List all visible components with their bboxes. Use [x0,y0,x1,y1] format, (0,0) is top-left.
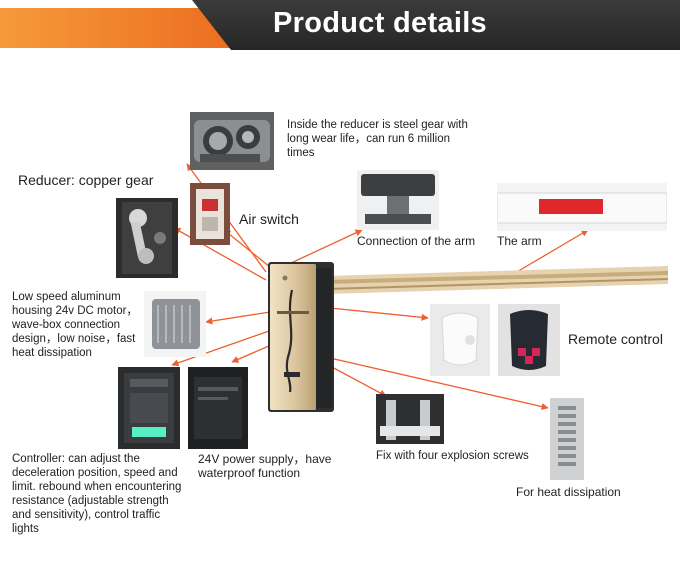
arrow-to-the-arm [509,229,589,277]
motor-label: Low speed aluminum housing 24v DC motor，… [12,291,138,359]
motor-photo [144,291,206,357]
arrow-to-air-switch [223,229,271,268]
header-banner: Product details [0,0,680,52]
power-supply-label: 24V power supply，have waterproof functio… [198,452,332,480]
page-title: Product details [273,7,487,39]
the-arm-label: The arm [497,234,542,248]
explosion-screws-label: Fix with four explosion screws [376,450,529,462]
remote-front-photo [498,304,560,376]
controller-label: Controller: can adjust the deceleration … [12,453,182,535]
heat-dissipation-label: For heat dissipation [516,485,621,499]
arm-photo [497,183,667,231]
air-switch-label: Air switch [239,211,299,227]
banner-dark-bar [192,0,680,50]
arrow-to-motor [205,311,271,325]
arrow-to-heat-dissipation [329,357,549,411]
arm-connection-label: Connection of the arm [357,234,476,248]
remote-control-label: Remote control [568,331,663,347]
arrow-to-explosion-screws [329,365,387,397]
explosion-screws-photo [376,394,444,444]
barrier-cabinet [268,262,334,412]
copper-gear-label: Reducer: copper gear [18,172,154,188]
heat-vent-photo [550,398,584,480]
power-supply-photo [188,367,248,449]
arrow-to-controller [171,329,273,367]
copper-gear-photo [116,198,178,278]
air-switch-photo [190,183,230,245]
arrow-to-remote [329,307,429,321]
remote-back-photo [430,304,490,376]
reducer-inside-label: Inside the reducer is steel gear with lo… [287,119,468,159]
arrow-to-copper-gear [173,227,267,281]
controller-photo [118,367,180,449]
arm-connection-photo [357,170,439,230]
barrier-boom [326,266,668,296]
reducer-gear-photo [190,112,274,170]
